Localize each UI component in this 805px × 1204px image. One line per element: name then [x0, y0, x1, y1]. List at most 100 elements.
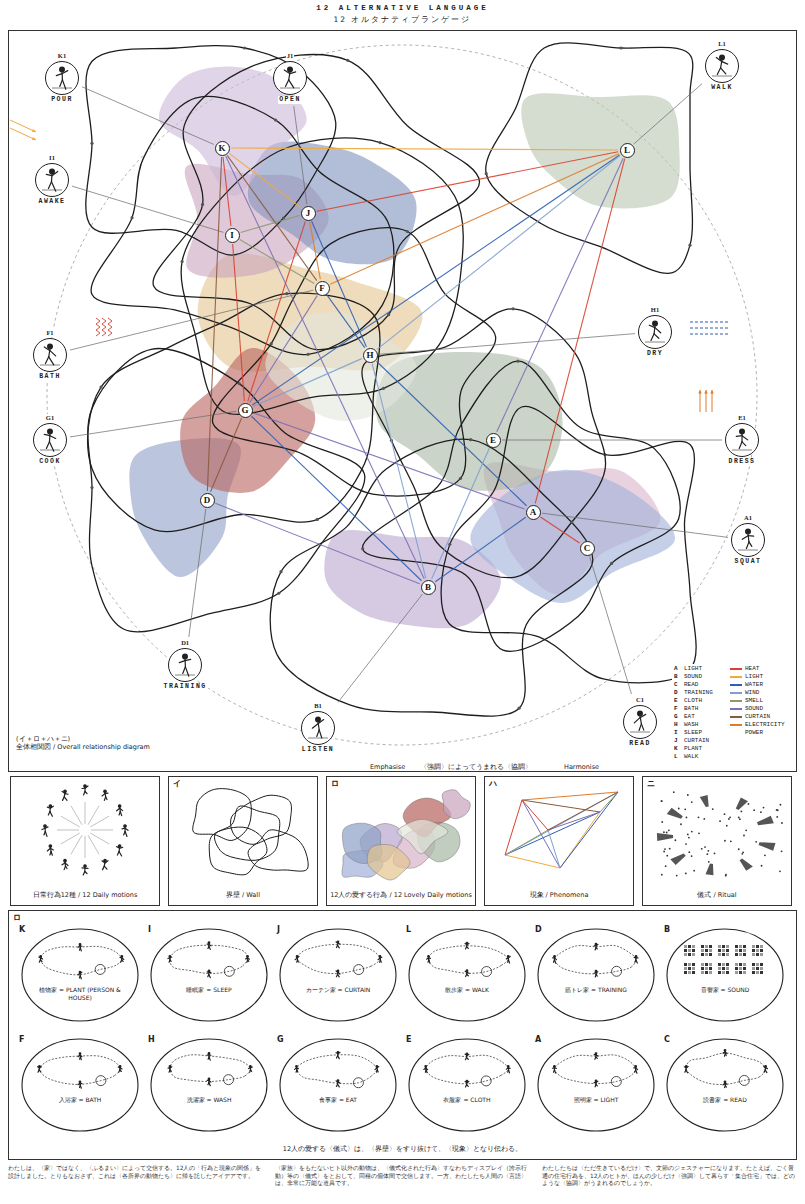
figure-leg: [50, 812, 52, 817]
wall-point: [306, 353, 309, 356]
stick-figure: [78, 1053, 82, 1060]
sound-grid-cell: [692, 967, 695, 970]
legend-row: SOUND: [730, 705, 794, 713]
panel-caption: 現象 / Phenomena: [528, 891, 591, 899]
legend-text: WIND: [745, 689, 759, 697]
wall-point: [180, 260, 183, 263]
wall-point: [243, 46, 246, 49]
radial-line: [57, 830, 79, 831]
motion-icon-art: [622, 704, 658, 740]
house-oval: L散歩家 = WALK: [406, 925, 528, 1025]
label-slot: Harmonise: [562, 754, 601, 773]
phenomenon-line: [207, 157, 221, 491]
sound-grid-cell: [692, 949, 695, 952]
wall-point: [511, 307, 514, 310]
legend-key-row: ECLOTH: [674, 697, 724, 705]
motion-link: [634, 84, 702, 144]
wall-point: [90, 486, 93, 489]
legend-swatch: [730, 724, 742, 726]
stick-figure: [506, 956, 510, 963]
figure-arm: [312, 724, 318, 728]
stick-figure: [82, 865, 88, 875]
figure-leg: [377, 1070, 379, 1072]
stick-figure: [742, 529, 753, 548]
ritual-dot: [663, 831, 665, 833]
stick-figure: [465, 1080, 469, 1087]
oval-outline: [22, 1039, 138, 1131]
stick-figure: [312, 717, 323, 738]
oval-letter: E: [406, 1035, 411, 1045]
figure-leg: [51, 852, 52, 856]
stick-figure: [42, 825, 48, 837]
motion-prop: [712, 76, 732, 77]
figure-leg: [85, 872, 87, 874]
hub-letter: D: [204, 496, 211, 505]
figure-arm: [209, 944, 211, 946]
stick-figure: [179, 654, 190, 676]
wall-point: [282, 216, 285, 219]
sound-grid-cell: [756, 945, 759, 948]
phenomenon-arrows: [10, 120, 730, 412]
wall-point: [448, 543, 451, 546]
daily-motions-art: [42, 785, 128, 875]
wall-outline: [181, 138, 463, 415]
motion-icon: [44, 60, 80, 96]
figure-leg: [338, 974, 340, 976]
motion-link: [338, 594, 422, 702]
oval-letter: L: [406, 925, 411, 935]
motion-prop: [40, 450, 60, 451]
figure-leg: [168, 960, 170, 962]
ritual-dot: [761, 865, 763, 867]
phenomenon-line: [377, 156, 620, 350]
ritual-dot: [665, 865, 667, 867]
figure-arm: [41, 958, 43, 959]
ritual-dot: [755, 841, 757, 843]
motion-circle-node: I1AWAKE: [34, 154, 70, 206]
ritual-dot: [698, 816, 700, 818]
motion-code: A1: [743, 514, 753, 522]
stick-figure: [168, 956, 172, 963]
figure-arm: [634, 718, 640, 723]
stick-figure: [375, 1066, 379, 1073]
stick-figure: [465, 1053, 469, 1060]
figure-leg: [209, 1057, 210, 1060]
figure-leg: [467, 974, 469, 976]
ritual-cone: [706, 864, 714, 876]
wall-outline: [153, 55, 479, 350]
figure-leg: [45, 357, 48, 364]
sub-panel: 日常行為12種 / 12 Daily motions: [10, 776, 160, 906]
figure-leg: [554, 1070, 555, 1073]
highlight-circle: [353, 1078, 363, 1088]
motion-code: C1: [635, 696, 645, 704]
caption-slot: 睡眠家 = SLEEP: [167, 986, 251, 994]
stick-figure: [634, 1066, 638, 1074]
phenomenon-line: [251, 416, 421, 580]
ritual-cone: [759, 842, 776, 851]
phenomenon-line: [376, 361, 526, 506]
phenomenon-blob: [397, 819, 448, 853]
oval-outline: [667, 929, 783, 1021]
sound-grid-cell: [692, 963, 695, 966]
sound-grid-cell: [752, 963, 755, 966]
motion-icon-art: [300, 710, 336, 746]
highlight-circle: [224, 966, 234, 976]
motion-icon-art: [272, 60, 308, 96]
figure-leg: [507, 960, 509, 962]
figure-arm: [50, 806, 53, 808]
phenomenon-line: [227, 155, 317, 280]
oval-caption: 衣服家 = CLOTH: [425, 1096, 509, 1104]
figure-leg: [319, 730, 322, 738]
radial-line: [90, 833, 109, 844]
motion-label: TRAINING: [163, 683, 208, 691]
figure-arm: [742, 536, 748, 540]
highlight-circle: [611, 1077, 621, 1087]
figure-arm: [636, 957, 638, 958]
sound-grid-cell: [739, 945, 742, 948]
legend-text: HEAT: [745, 665, 759, 673]
figure-leg: [85, 792, 87, 794]
flow-arrowhead: [710, 390, 713, 394]
wall-point: [619, 46, 622, 49]
stick-figure: [634, 711, 645, 730]
motion-icon-art: [44, 60, 80, 96]
hub-circle: G: [238, 403, 253, 418]
